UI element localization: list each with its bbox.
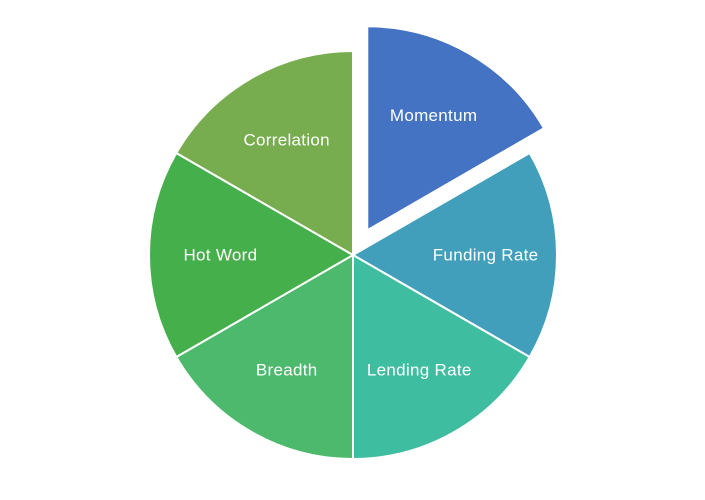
pie-slice-label-funding-rate: Funding Rate (433, 246, 539, 265)
pie-slice-correlation (175, 50, 354, 256)
pie-slice-hot-word (147, 152, 354, 358)
pie-slice-label-correlation: Correlation (243, 131, 329, 150)
pie-slice-breadth (175, 254, 354, 460)
pie-slice-label-lending-rate: Lending Rate (367, 360, 472, 379)
pie-slice-momentum (366, 25, 545, 232)
pie-slice-label-breadth: Breadth (256, 360, 318, 379)
pie-slice-label-momentum: Momentum (390, 106, 477, 125)
pie-slice-lending-rate (352, 254, 531, 460)
pie-slice-label-hot-word: Hot Word (183, 246, 257, 265)
pie-slice-funding-rate (352, 152, 559, 358)
